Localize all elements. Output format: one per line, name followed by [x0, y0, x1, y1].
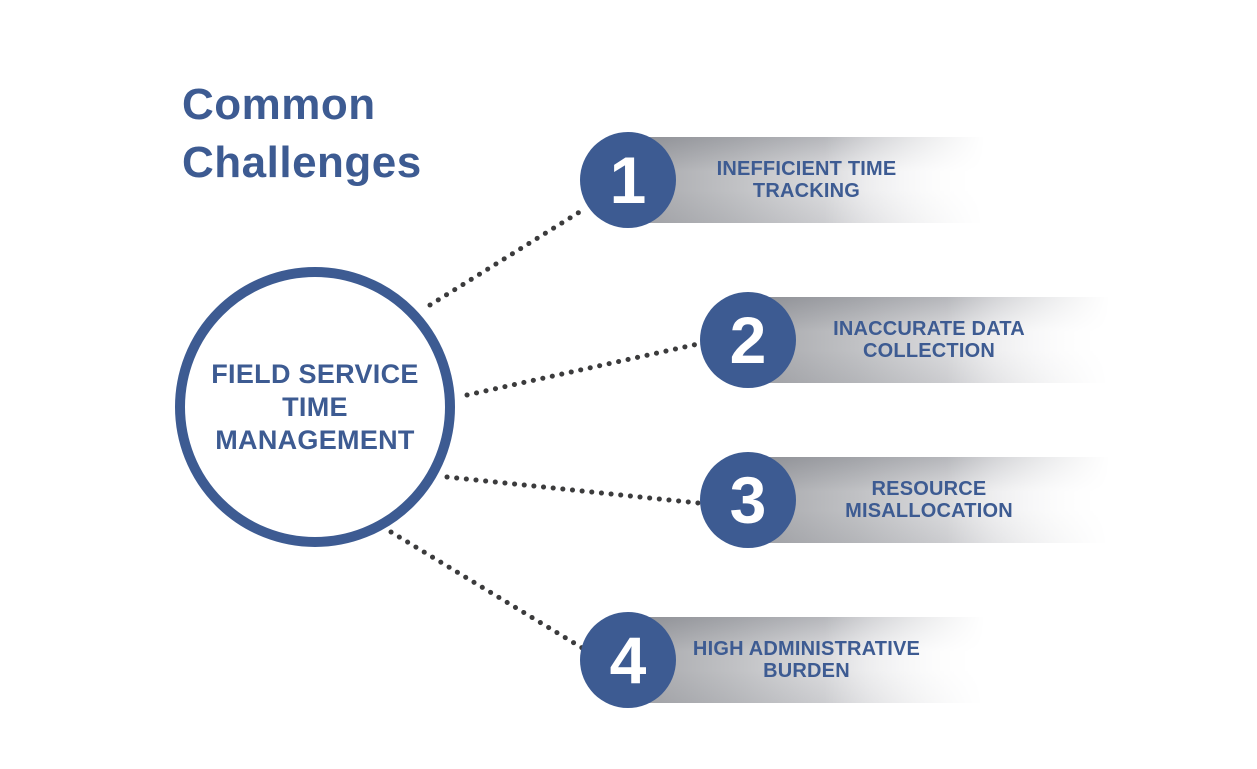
central-topic-label: FIELD SERVICE TIME MANAGEMENT — [211, 358, 418, 457]
item-label-1-line-2: TRACKING — [752, 180, 861, 202]
item-label-3: RESOURCE MISALLOCATION — [748, 457, 1110, 543]
gradient-bar-1 — [628, 137, 985, 223]
item-number-badge-1: 1 — [580, 132, 676, 228]
item-label-2: INACCURATE DATA COLLECTION — [748, 297, 1110, 383]
item-number-1: 1 — [609, 143, 647, 217]
gradient-bar-3 — [748, 457, 1110, 543]
central-topic-line-1: FIELD SERVICE — [211, 358, 419, 389]
central-topic-line-3: MANAGEMENT — [215, 424, 415, 455]
gradient-bar-2 — [748, 297, 1110, 383]
item-number-2: 2 — [729, 303, 767, 377]
item-label-4: HIGH ADMINISTRATIVE BURDEN — [628, 617, 985, 703]
item-label-2-line-2: COLLECTION — [863, 340, 995, 362]
page-title-line-1: Common — [182, 80, 376, 129]
item-label-4-line-2: BURDEN — [763, 660, 850, 682]
item-number-badge-2: 2 — [700, 292, 796, 388]
item-label-3-line-2: MISALLOCATION — [845, 500, 1013, 522]
item-number-badge-3: 3 — [700, 452, 796, 548]
page-title-line-2: Challenges — [182, 138, 422, 187]
central-topic-line-2: TIME — [282, 391, 348, 422]
gradient-bar-4 — [628, 617, 985, 703]
connector-line-2 — [464, 341, 701, 398]
item-label-3-line-1: RESOURCE — [871, 478, 987, 500]
item-label-1-line-1: INEFFICIENT TIME — [716, 158, 897, 180]
item-number-3: 3 — [729, 463, 767, 537]
item-label-1: INEFFICIENT TIME TRACKING — [628, 137, 985, 223]
page-title: Common Challenges — [182, 76, 502, 192]
item-number-badge-4: 4 — [580, 612, 676, 708]
item-label-2-line-1: INACCURATE DATA — [833, 318, 1025, 340]
connector-line-4 — [388, 529, 587, 652]
connector-line-3 — [444, 474, 701, 506]
central-topic-circle: FIELD SERVICE TIME MANAGEMENT — [175, 267, 455, 547]
connector-line-1 — [427, 205, 589, 308]
item-number-4: 4 — [609, 623, 647, 697]
item-label-4-line-1: HIGH ADMINISTRATIVE — [692, 638, 921, 660]
